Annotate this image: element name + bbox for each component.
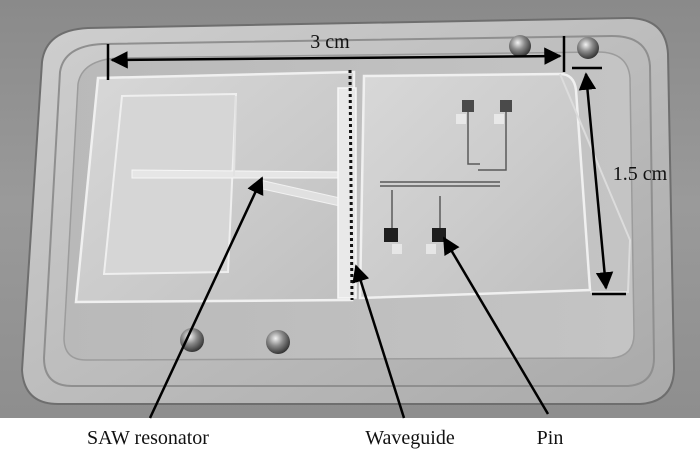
contact-pad-light — [494, 114, 504, 124]
saw-resonator-line — [131, 169, 351, 179]
height-dimension-arrow — [578, 72, 614, 290]
caption-strip — [0, 418, 700, 453]
waveguide-dotted-line — [348, 69, 354, 301]
waveguide-arrow — [352, 264, 406, 419]
saw-resonator-line-2 — [233, 95, 237, 177]
waveguide-strip — [337, 87, 357, 299]
width-dimension-arrow — [110, 47, 562, 69]
pin-pad — [384, 228, 398, 242]
screw — [266, 330, 290, 354]
saw-resonator-pad — [102, 92, 238, 276]
width-dimension-label: 3 cm — [310, 31, 350, 53]
pin-pad-light — [426, 244, 436, 254]
screw — [509, 35, 531, 57]
screw — [180, 328, 204, 352]
pin-label: Pin — [537, 427, 564, 449]
saw-resonator-label: SAW resonator — [87, 427, 209, 449]
contact-pad — [462, 100, 474, 112]
pin-arrow — [442, 236, 550, 415]
contact-pad — [500, 100, 512, 112]
saw-resonator-arrow — [148, 176, 264, 419]
tray-inner-rim — [42, 34, 656, 387]
pin-pad-light — [392, 244, 402, 254]
height-dimension-label: 1.5 cm — [613, 163, 668, 185]
electrode-traces — [380, 112, 507, 232]
waveguide-label: Waveguide — [365, 427, 455, 449]
pin-pad — [432, 228, 446, 242]
contact-pad-light — [456, 114, 466, 124]
screw — [577, 37, 599, 59]
